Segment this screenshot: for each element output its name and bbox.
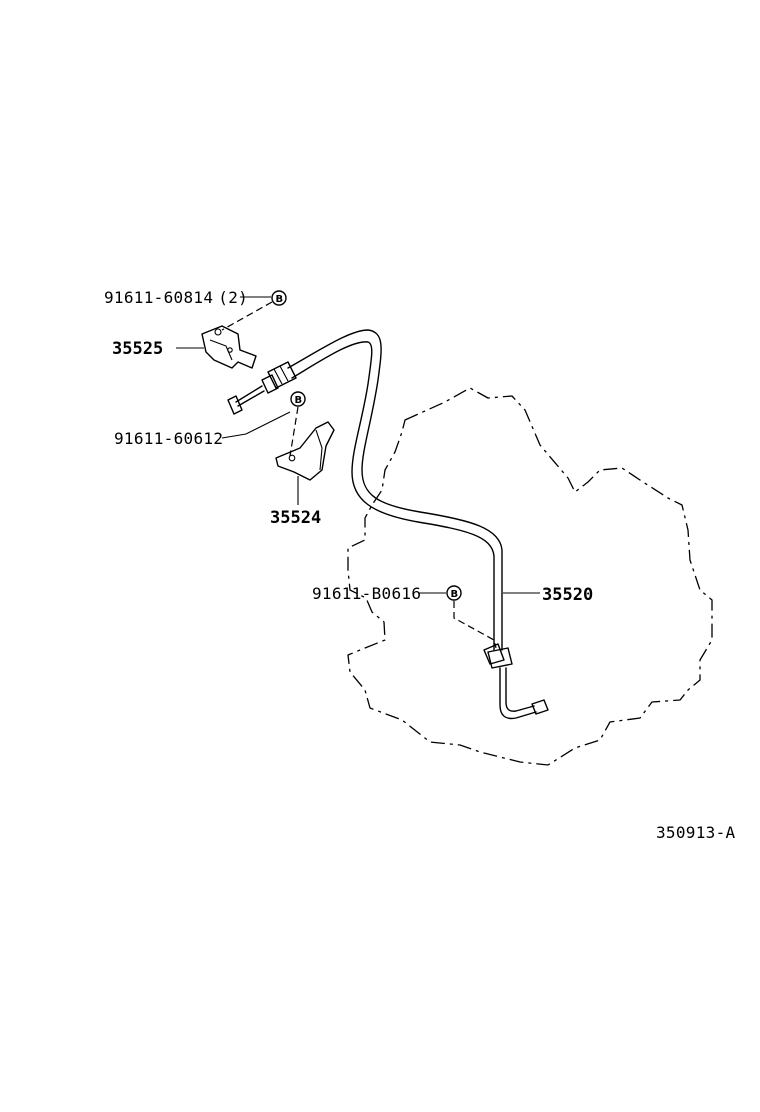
cable-35520 (227, 329, 549, 720)
bracket-35525 (201, 325, 257, 369)
label-91611-B0616: 91611-B0616 (312, 584, 421, 603)
bracket-35524 (275, 421, 335, 481)
transmission-outline (347, 387, 713, 766)
label-35524: 35524 (270, 508, 321, 528)
label-91611-60612: 91611-60612 (114, 429, 223, 448)
bolt-symbol-1: B (271, 290, 287, 306)
assembly-line-1 (221, 301, 273, 331)
assembly-line-2 (289, 406, 299, 457)
bolt-symbol-1-letter: B (276, 294, 284, 305)
label-35520: 35520 (542, 585, 593, 605)
assembly-line-3 (453, 601, 497, 649)
label-35525: 35525 (112, 339, 163, 359)
bolt-symbol-2: B (290, 391, 306, 407)
figure-code: 350913-A (656, 823, 736, 842)
bolt-symbol-2-letter: B (295, 395, 303, 406)
bolt-symbol-3: B (446, 585, 462, 601)
label-91611-60814: 91611-60814(2) (104, 288, 248, 307)
bolt-symbol-3-letter: B (451, 589, 459, 600)
leader-91611-60612 (221, 411, 291, 439)
